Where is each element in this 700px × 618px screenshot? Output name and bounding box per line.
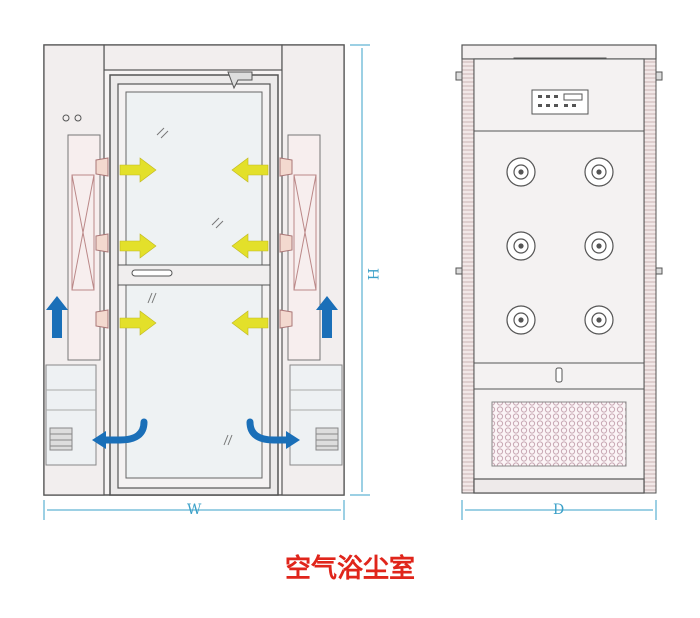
arrow-curve-icon	[92, 431, 106, 449]
arrow-left-icon	[231, 157, 269, 183]
side-nozzles	[506, 157, 614, 335]
circle-nozzle-icon	[584, 305, 614, 335]
left-nozzles	[95, 157, 109, 329]
door-handle	[131, 269, 173, 277]
side-view	[455, 44, 663, 494]
arrow-up-icon	[46, 296, 68, 338]
arrow-left-icon	[231, 310, 269, 336]
side-top-rail	[461, 44, 657, 60]
right-nozzles	[279, 157, 293, 329]
nozzle-panel	[473, 130, 645, 364]
arrow-curve-icon	[286, 431, 300, 449]
air-curve-heads	[92, 431, 300, 449]
arrow-right-icon	[119, 233, 157, 259]
side-right-wall	[643, 58, 657, 494]
circle-nozzle-icon	[506, 157, 536, 187]
height-label: H	[364, 268, 380, 280]
circle-nozzle-icon	[506, 231, 536, 261]
front-view	[43, 44, 345, 496]
indicator-light	[62, 114, 70, 122]
arrow-up-icon	[316, 296, 338, 338]
circle-nozzle-icon	[506, 305, 536, 335]
indicator-light	[74, 114, 82, 122]
depth-label: D	[553, 502, 564, 518]
front-header	[103, 44, 283, 71]
air-curve-arrows	[100, 418, 292, 444]
arrow-right-icon	[119, 310, 157, 336]
side-dimensions	[461, 500, 657, 520]
front-dimensions	[43, 44, 370, 520]
width-label: W	[187, 502, 202, 518]
diagram-title: 空气浴尘室	[285, 553, 415, 584]
circle-nozzle-icon	[584, 157, 614, 187]
circle-nozzle-icon	[584, 231, 614, 261]
door-closer	[227, 71, 253, 90]
arrow-left-icon	[231, 233, 269, 259]
vent-mesh	[491, 401, 627, 467]
control-panel-buttons	[538, 93, 583, 107]
left-plenum	[67, 134, 101, 361]
arrow-right-icon	[119, 157, 157, 183]
side-left-wall	[461, 58, 475, 494]
air-return-arrows	[46, 296, 338, 338]
side-base	[473, 478, 645, 494]
right-plenum	[287, 134, 321, 361]
air-inflow-arrows	[119, 157, 269, 336]
glass-reflection	[147, 127, 233, 446]
